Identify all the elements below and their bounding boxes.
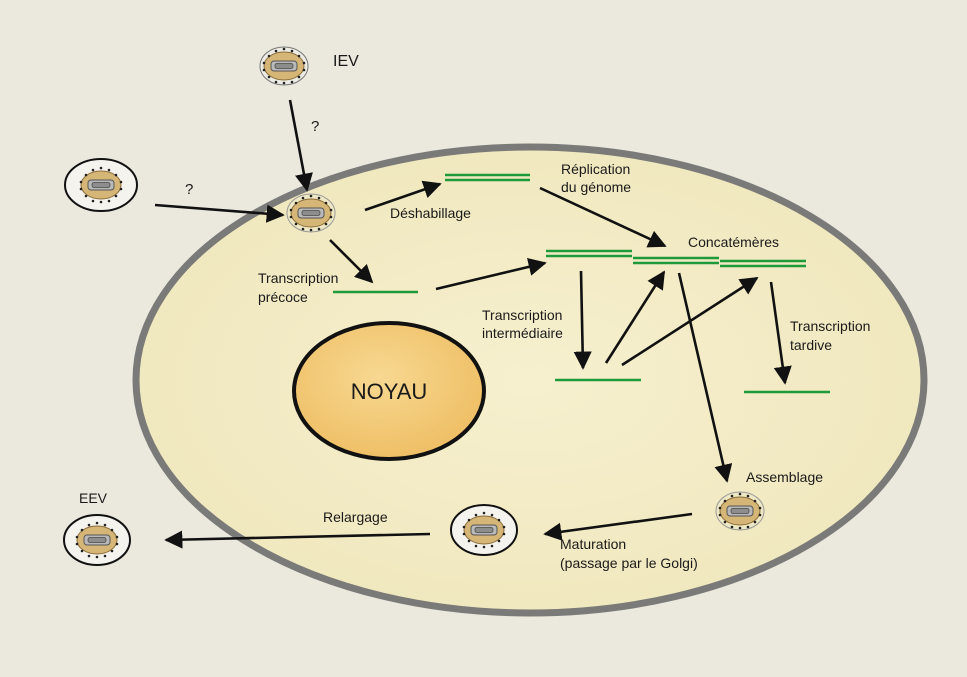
label-question-1: ? (311, 118, 319, 135)
label-relargage: Relargage (323, 509, 388, 525)
arrow-intermediate-up-1 (604, 270, 666, 364)
label-concatemeres: Concatémères (688, 234, 779, 250)
label-replication-1: Réplication (561, 161, 630, 177)
label-deshabillage: Déshabillage (390, 205, 471, 221)
arrow-intermediate-down (573, 270, 592, 370)
label-transcription-precoce-1: Transcription (258, 270, 338, 286)
label-transcription-precoce-2: précoce (258, 289, 308, 305)
dna-strands (333, 173, 830, 394)
arrow-release (164, 530, 431, 549)
cell-membrane (132, 143, 928, 617)
arrow-to-concatemers (435, 257, 547, 291)
label-maturation-2: (passage par le Golgi) (560, 555, 698, 571)
label-transcription-inter-1: Transcription (482, 307, 562, 323)
label-transcription-inter-2: intermédiaire (482, 325, 563, 341)
label-transcription-tardive-1: Transcription (790, 318, 870, 334)
label-question-2: ? (185, 181, 193, 198)
virion-assembled (715, 491, 765, 531)
arrow-maturation (543, 512, 693, 541)
virion-mature (450, 504, 518, 556)
arrow-uncoating (364, 180, 442, 212)
label-assemblage: Assemblage (746, 469, 823, 485)
arrow-late-transcription (769, 281, 792, 385)
nucleus-label: NOYAU (351, 379, 428, 404)
label-iev: IEV (333, 53, 359, 70)
label-transcription-tardive-2: tardive (790, 337, 832, 353)
virion-iev-outside (259, 46, 309, 86)
nucleus (292, 321, 486, 461)
arrow-iev-entry (288, 99, 313, 192)
virion-inside-cell (286, 193, 336, 233)
arrow-replication (539, 186, 667, 248)
arrow-assembly (677, 272, 733, 483)
arrows (154, 99, 792, 549)
virion-eev-entering (64, 158, 138, 212)
label-maturation-1: Maturation (560, 536, 626, 552)
label-replication-2: du génome (561, 179, 631, 195)
virion-eev-released (63, 514, 131, 566)
arrow-eev-entry (154, 203, 285, 223)
arrow-early-transcription (329, 239, 374, 284)
label-eev: EEV (79, 490, 108, 506)
